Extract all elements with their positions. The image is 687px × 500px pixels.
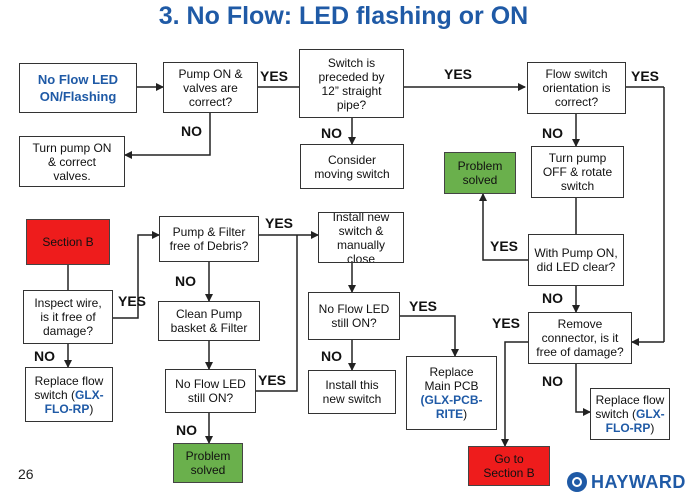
connector bbox=[256, 235, 298, 392]
replace-flow-switch-left-box: Replace flow switch (GLX- FLO-RP) bbox=[25, 367, 113, 422]
yes-label: YES bbox=[265, 215, 294, 231]
no-label: NO bbox=[176, 422, 197, 438]
problem-solved-bottom-box: Problem solved bbox=[173, 443, 243, 483]
inspect-wire-decision-box: Inspect wire, is it free of damage? bbox=[23, 290, 113, 344]
yes-label: YES bbox=[258, 372, 287, 388]
turn-pump-off-rotate-box: Turn pump OFF & rotate switch bbox=[531, 146, 624, 198]
no-flow-led-still-on-low-box: No Flow LED still ON? bbox=[308, 292, 400, 340]
turn-pump-on-box: Turn pump ON & correct valves. bbox=[19, 136, 125, 187]
replace-main-pcb-box: Replace Main PCB (GLX-PCB- RITE) bbox=[406, 356, 497, 430]
install-this-new-switch-box: Install this new switch bbox=[308, 370, 396, 414]
connector bbox=[400, 315, 459, 357]
no-label: NO bbox=[542, 290, 563, 306]
section-b-box: Section B bbox=[26, 219, 110, 265]
hayward-logo-mark-icon bbox=[567, 472, 587, 492]
pump-filter-debris-decision-box: Pump & Filter free of Debris? bbox=[159, 216, 259, 262]
problem-solved-top-box: Problem solved bbox=[444, 152, 516, 194]
connector bbox=[124, 113, 211, 159]
hayward-logo-text: HAYWARD bbox=[591, 471, 686, 492]
flow-orientation-decision-box: Flow switch orientation is correct? bbox=[527, 62, 626, 114]
consider-moving-switch-box: Consider moving switch bbox=[300, 144, 404, 189]
connector bbox=[501, 341, 528, 447]
no-label: NO bbox=[321, 125, 342, 141]
page-title: 3. No Flow: LED flashing or ON bbox=[158, 2, 529, 30]
no-label: NO bbox=[542, 125, 563, 141]
go-to-section-b-box: Go to Section B bbox=[468, 446, 550, 486]
yes-label: YES bbox=[490, 238, 519, 254]
no-label: NO bbox=[34, 348, 55, 364]
connector bbox=[479, 193, 528, 261]
no-label: NO bbox=[175, 273, 196, 289]
connector bbox=[575, 364, 591, 416]
no-label: NO bbox=[542, 373, 563, 389]
no-flow-led-start-box: No Flow LED ON/Flashing bbox=[19, 63, 137, 113]
hayward-logo: HAYWARD bbox=[567, 470, 686, 494]
yes-label: YES bbox=[409, 298, 438, 314]
remove-connector-decision-box: Remove connector, is it free of damage? bbox=[528, 312, 632, 364]
no-label: NO bbox=[181, 123, 202, 139]
pump-valves-decision-box: Pump ON & valves are correct? bbox=[163, 62, 258, 113]
replace-flow-switch-right-box: Replace flow switch (GLX- FLO-RP) bbox=[590, 388, 670, 440]
install-new-switch-box: Install new switch & manually close bbox=[318, 212, 404, 263]
clean-pump-filter-box: Clean Pump basket & Filter bbox=[158, 301, 260, 341]
yes-label: YES bbox=[118, 293, 147, 309]
yes-label: YES bbox=[492, 315, 521, 331]
switch-preceded-decision-box: Switch is preceded by 12” straight pipe? bbox=[299, 49, 404, 118]
yes-label: YES bbox=[444, 66, 473, 82]
connector bbox=[113, 231, 160, 319]
no-label: NO bbox=[321, 348, 342, 364]
yes-label: YES bbox=[631, 68, 660, 84]
yes-label: YES bbox=[260, 68, 289, 84]
no-flow-led-still-on-mid-box: No Flow LED still ON? bbox=[165, 369, 256, 413]
pump-on-led-clear-decision-box: With Pump ON, did LED clear? bbox=[528, 234, 624, 286]
page-number: 26 bbox=[18, 466, 34, 482]
